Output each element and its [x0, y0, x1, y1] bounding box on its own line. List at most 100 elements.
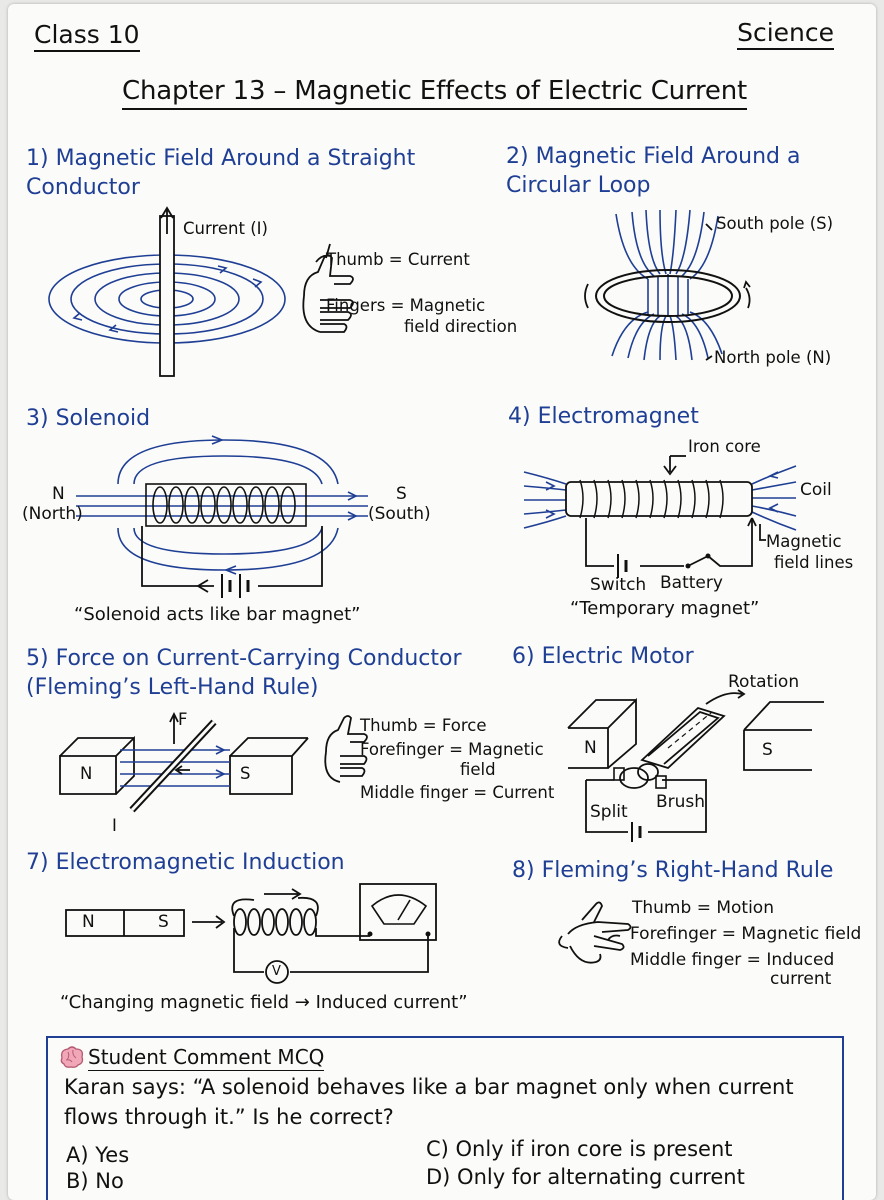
circular-loop-diagram	[584, 209, 751, 361]
induction-n-label: N	[82, 912, 95, 932]
motor-n-magnet	[567, 697, 637, 769]
field-lines-label: field lines	[774, 553, 854, 572]
section-2-title: 2) Magnetic Field Around a Circular Loop	[506, 144, 801, 198]
section-1-title: 1) Magnetic Field Around a Straight Cond…	[26, 146, 416, 200]
induction-quote: “Changing magnetic field → Induced curre…	[60, 992, 468, 1013]
mcq-option-b[interactable]: B) No	[66, 1169, 124, 1193]
force-conductor-diagram	[59, 711, 368, 813]
battery-icon	[221, 574, 250, 598]
middle-finger-induced-label: Middle finger = Induced	[630, 950, 835, 970]
solenoid-coils	[152, 486, 296, 524]
south-pole-label: South pole (S)	[716, 214, 834, 233]
magnetic-label: Magnetic	[766, 532, 842, 551]
armature-coil	[640, 706, 726, 770]
battery-icon	[617, 554, 628, 578]
brain-icon	[60, 1046, 84, 1068]
magnet-s-block	[229, 737, 309, 795]
force-arrow-icon	[169, 711, 179, 744]
induction-s-label: S	[158, 912, 169, 932]
iron-core	[565, 481, 753, 517]
solenoid-south-label: (South)	[368, 504, 431, 524]
loop-wire-inner	[603, 275, 733, 317]
solenoid-north-label: (North)	[22, 504, 83, 524]
commutator-icon	[613, 763, 667, 789]
induction-circuit-wire	[233, 928, 429, 973]
section-4-title: 4) Electromagnet	[508, 404, 699, 429]
motor-n-label: N	[584, 738, 597, 758]
split-label: Split	[590, 802, 628, 822]
bar-magnet	[65, 909, 185, 937]
rotation-label: Rotation	[728, 672, 800, 692]
electromagnet-diagram	[523, 455, 797, 578]
electromagnet-coils	[579, 479, 724, 519]
iron-core-pointer	[663, 456, 677, 476]
battery-label: Battery	[660, 573, 723, 593]
coil-icon	[231, 896, 319, 936]
electromagnet-quote: “Temporary magnet”	[570, 598, 760, 619]
middle-finger-current-label: Middle finger = Current	[360, 783, 555, 802]
section-8-title: 8) Fleming’s Right-Hand Rule	[512, 858, 834, 883]
left-hand-icon	[324, 715, 368, 783]
switch-label: Switch	[590, 575, 647, 595]
thumb-current-label: Thumb = Current	[326, 250, 470, 269]
switch-icon	[685, 553, 711, 569]
force-f-label: F	[178, 710, 188, 729]
right-hand-icon	[558, 901, 632, 964]
worksheet-page: Class 10 Science Chapter 13 – Magnetic E…	[8, 4, 876, 1200]
solenoid-quote: “Solenoid acts like bar magnet”	[74, 604, 361, 625]
mcq-question: Karan says: “A solenoid behaves like a b…	[64, 1075, 794, 1129]
electric-motor-diagram	[567, 689, 824, 842]
chapter-title: Chapter 13 – Magnetic Effects of Electri…	[122, 74, 747, 110]
solenoid-circuit-wire	[141, 526, 323, 587]
battery-icon	[631, 822, 642, 842]
middle-finger-current-cont: current	[770, 969, 832, 989]
rotation-arrow-icon	[705, 689, 746, 705]
subject-label: Science	[737, 18, 834, 50]
thumb-force-label: Thumb = Force	[360, 716, 487, 735]
brush-label: Brush	[656, 792, 706, 812]
solenoid-n-label: N	[52, 484, 65, 504]
north-pole-label: North pole (N)	[714, 348, 832, 367]
forefinger-field-label: field	[460, 760, 496, 779]
loop-wire-outer	[595, 269, 741, 323]
forefinger-field-label-rhr: Forefinger = Magnetic field	[630, 924, 862, 944]
right-hand-rule-diagram	[558, 901, 632, 964]
mcq-option-c[interactable]: C) Only if iron core is present	[426, 1137, 733, 1161]
force-s-label: S	[240, 764, 251, 783]
magnet-motion-arrow-icon	[192, 915, 226, 929]
fingers-label: Fingers = Magnetic	[326, 296, 486, 315]
forefinger-magnetic-label: Forefinger = Magnetic	[360, 740, 544, 759]
induction-diagram	[65, 883, 437, 984]
motor-s-magnet	[743, 701, 824, 771]
mcq-title: Student Comment MCQ	[88, 1045, 325, 1071]
class-label: Class 10	[34, 20, 140, 52]
section-7-title: 7) Electromagnetic Induction	[26, 850, 345, 875]
magnet-n-block	[59, 735, 135, 795]
straight-conductor-diagram	[48, 206, 354, 377]
coil-label: Coil	[800, 480, 832, 500]
motor-circuit-wire	[585, 779, 707, 833]
solenoid-field-lines	[76, 435, 368, 575]
motor-s-label: S	[762, 740, 773, 760]
mcq-box	[46, 1036, 844, 1200]
current-arrow-icon	[160, 206, 174, 234]
mcq-option-d[interactable]: D) Only for alternating current	[426, 1165, 745, 1189]
current-label: Current (I)	[183, 219, 268, 238]
section-6-title: 6) Electric Motor	[512, 644, 694, 669]
solenoid-s-label: S	[396, 484, 407, 504]
galvanometer-icon	[359, 883, 437, 941]
section-5-title: 5) Force on Current-Carrying Conductor (…	[26, 646, 462, 700]
mcq-option-a[interactable]: A) Yes	[66, 1143, 130, 1167]
force-n-label: N	[80, 764, 93, 783]
solenoid-body	[145, 483, 307, 527]
electromagnet-field-lines	[523, 465, 797, 531]
iron-core-label: Iron core	[688, 437, 761, 456]
fingers-label-cont: field direction	[404, 317, 518, 336]
voltmeter-icon	[265, 960, 289, 984]
solenoid-diagram	[76, 435, 368, 598]
force-i-label: I	[112, 816, 117, 835]
thumb-motion-label: Thumb = Motion	[632, 898, 774, 918]
electromagnet-circuit-wire	[585, 518, 753, 567]
section-3-title: 3) Solenoid	[26, 406, 151, 431]
voltmeter-label: V	[272, 964, 281, 979]
